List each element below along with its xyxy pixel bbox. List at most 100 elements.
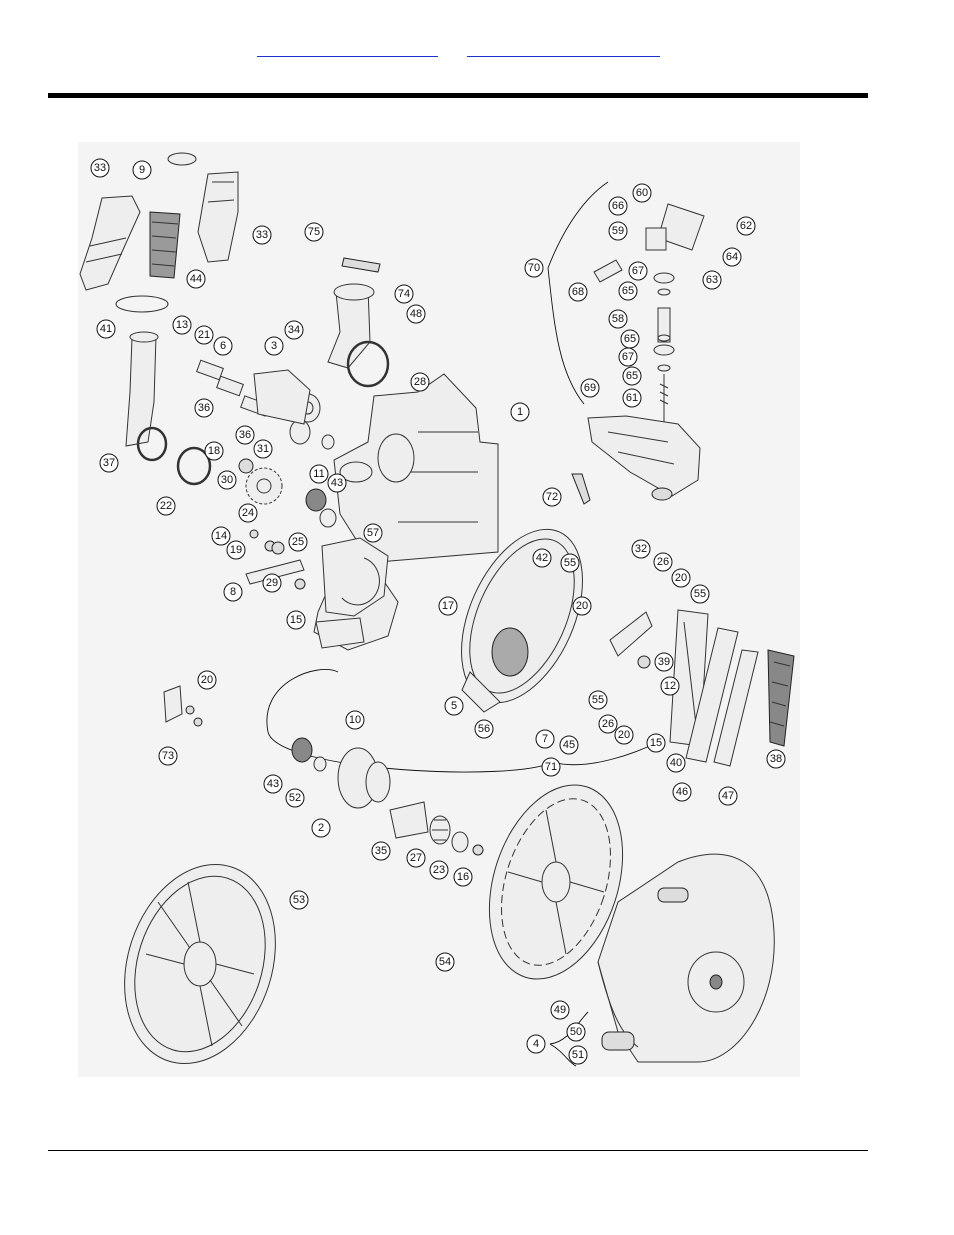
clip-35 (389, 801, 429, 839)
callout-circle (608, 221, 628, 241)
callout-15: 15 (286, 610, 306, 630)
callout-circle (541, 757, 561, 777)
callout-66: 66 (608, 196, 628, 216)
callout-56: 56 (474, 719, 494, 739)
callout-circle (598, 714, 618, 734)
callout-number: 11 (313, 468, 324, 480)
callout-circle (535, 729, 555, 749)
strip-47 (713, 649, 759, 767)
callout-59: 59 (608, 221, 628, 241)
bolt-16 (472, 844, 484, 856)
callout-number: 6 (220, 340, 226, 352)
seed-tube-right (197, 171, 239, 263)
pin-68 (593, 259, 623, 283)
callout-circle (217, 470, 237, 490)
callout-41: 41 (96, 319, 116, 339)
callout-16: 16 (453, 867, 473, 887)
callout-number: 70 (528, 262, 540, 274)
callout-number: 29 (266, 577, 278, 589)
callout-20: 20 (197, 670, 217, 690)
callout-67: 67 (628, 261, 648, 281)
callout-number: 33 (256, 229, 268, 241)
callout-number: 52 (289, 792, 301, 804)
callout-number: 39 (658, 656, 670, 668)
callout-number: 35 (375, 845, 387, 857)
callout-65: 65 (618, 281, 638, 301)
callout-61: 61 (622, 388, 642, 408)
callout-71: 71 (541, 757, 561, 777)
fitting-72 (571, 473, 591, 505)
callout-number: 25 (292, 536, 304, 548)
callout-number: 42 (536, 552, 548, 564)
callout-circle (158, 746, 178, 766)
callout-circle (580, 378, 600, 398)
callout-number: 62 (740, 220, 752, 232)
callout-number: 3 (271, 340, 277, 352)
callout-number: 55 (694, 588, 706, 600)
callout-64: 64 (722, 247, 742, 267)
callout-circle (327, 473, 347, 493)
hopper-69 (587, 415, 701, 501)
callout-23: 23 (429, 860, 449, 880)
link-8 (245, 559, 305, 585)
callout-circle (572, 596, 592, 616)
callout-1: 1 (510, 402, 530, 422)
callout-34: 34 (284, 320, 304, 340)
callout-68: 68 (568, 282, 588, 302)
callout-number: 64 (726, 251, 738, 263)
callout-number: 48 (410, 308, 422, 320)
pivot-12 (637, 655, 651, 669)
callout-circle (406, 848, 426, 868)
callout-55: 55 (588, 690, 608, 710)
callout-number: 72 (546, 491, 558, 503)
callout-number: 53 (293, 894, 305, 906)
callout-number: 21 (198, 329, 210, 341)
callout-circle (429, 860, 449, 880)
callout-17: 17 (438, 596, 458, 616)
callout-number: 65 (626, 370, 638, 382)
callout-number: 36 (239, 429, 251, 441)
callout-circle (453, 867, 473, 887)
callout-number: 16 (457, 871, 469, 883)
nav-link-1[interactable] (257, 44, 438, 57)
seed-disc-54 (488, 784, 624, 980)
callout-circle (235, 425, 255, 445)
callout-circle (560, 553, 580, 573)
callout-number: 66 (612, 200, 624, 212)
disc-housing-5 (461, 528, 583, 713)
callout-number: 74 (398, 288, 410, 300)
callout-circle (568, 1045, 588, 1065)
callout-58: 58 (608, 309, 628, 329)
callout-circle (614, 725, 634, 745)
callout-24: 24 (238, 503, 258, 523)
callout-7: 7 (535, 729, 555, 749)
header-rule (48, 93, 868, 98)
callout-3: 3 (264, 336, 284, 356)
callout-number: 55 (564, 557, 576, 569)
callout-number: 68 (572, 286, 584, 298)
callout-circle (474, 719, 494, 739)
callout-number: 63 (706, 274, 718, 286)
callout-49: 49 (550, 1000, 570, 1020)
callout-circle (194, 325, 214, 345)
callout-circle (252, 225, 272, 245)
callout-75: 75 (304, 222, 324, 242)
callout-22: 22 (156, 496, 176, 516)
callout-50: 50 (566, 1022, 586, 1042)
callout-circle (722, 247, 742, 267)
callout-9: 9 (132, 160, 152, 180)
callout-number: 71 (545, 761, 557, 773)
callout-circle (542, 487, 562, 507)
callout-circle (622, 366, 642, 386)
callout-40: 40 (666, 753, 686, 773)
callout-39: 39 (654, 652, 674, 672)
nav-link-2[interactable] (467, 44, 660, 57)
callout-circle (628, 261, 648, 281)
group-bracket-70 (547, 181, 609, 405)
callout-43: 43 (263, 774, 283, 794)
callout-circle (262, 573, 282, 593)
callout-circle (666, 753, 686, 773)
callout-circle (410, 372, 430, 392)
footer-rule (48, 1150, 868, 1151)
